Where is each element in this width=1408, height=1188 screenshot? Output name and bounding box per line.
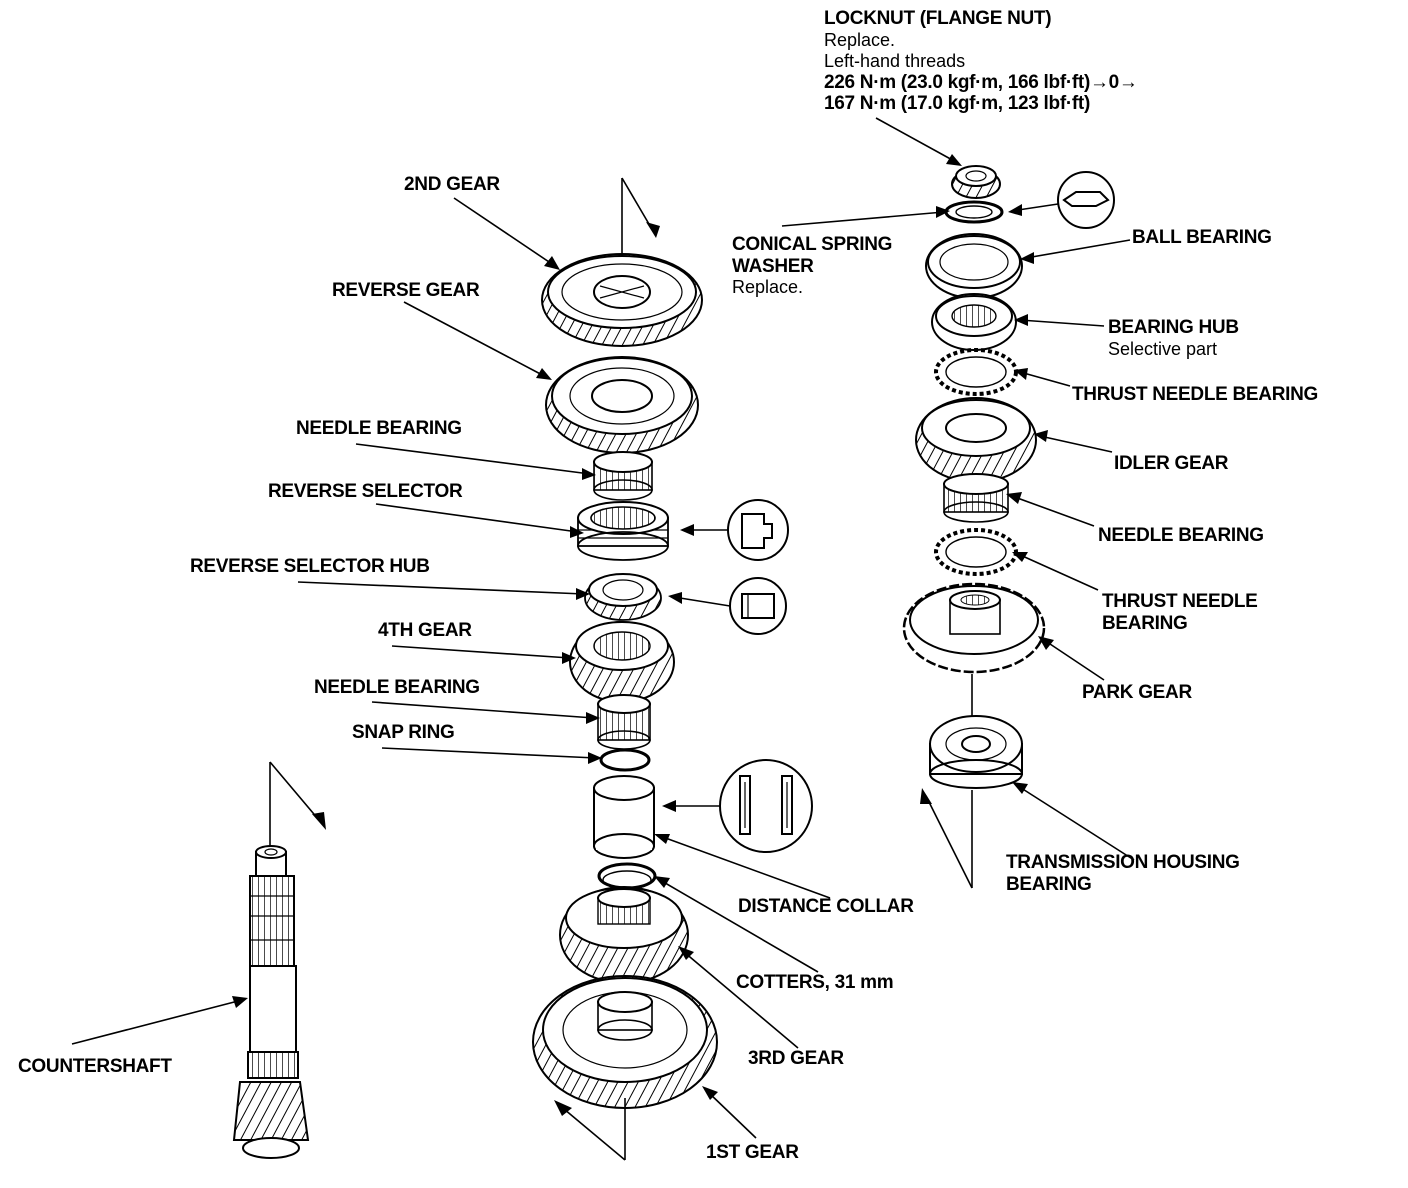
label-reverse-selector: REVERSE SELECTOR [268,481,463,502]
label-locknut-torque1: 226 N·m (23.0 kgf·m, 166 lbf·ft)→0→ [824,72,1138,93]
label-reverse-selector-hub: REVERSE SELECTOR HUB [190,556,430,577]
needle-bearing-lower-part [597,694,651,750]
countershaft-part [232,761,326,1159]
reverse-selector-detail-icon [680,499,789,561]
label-ball-bearing: BALL BEARING [1132,227,1272,248]
needle-bearing-right-part [943,473,1009,523]
label-thrust-needle-line1: THRUST NEEDLE [1102,591,1258,612]
label-locknut-note1: Replace. [824,30,895,50]
label-bearing-hub: BEARING HUB [1108,317,1239,338]
label-needle-bearing-lower: NEEDLE BEARING [314,677,480,698]
second-gear-part [541,253,703,347]
label-conical-line1: CONICAL SPRING [732,234,892,255]
label-locknut-title: LOCKNUT (FLANGE NUT) [824,8,1051,29]
label-needle-bearing-right: NEEDLE BEARING [1098,525,1264,546]
label-conical-note: Replace. [732,277,803,297]
reverse-selector-part [577,501,669,561]
label-housing-bearing-line1: TRANSMISSION HOUSING [1006,852,1240,873]
label-snap-ring: SNAP RING [352,722,455,743]
cotters-part [597,862,657,890]
leader-lines [71,117,1135,1139]
ball-bearing-part [925,233,1023,299]
label-thrust-needle-line2: BEARING [1102,613,1188,634]
label-needle-bearing-upper: NEEDLE BEARING [296,418,462,439]
reverse-gear-part [545,356,699,454]
bearing-hub-part [931,293,1017,351]
label-second-gear: 2ND GEAR [404,174,500,195]
label-housing-bearing-line2: BEARING [1006,874,1092,895]
first-gear-part [532,975,718,1109]
label-thrust-needle-bearing-upper: THRUST NEEDLE BEARING [1072,384,1318,405]
snap-ring-part [599,748,651,772]
label-locknut-torque2: 167 N·m (17.0 kgf·m, 123 lbf·ft) [824,93,1090,114]
label-locknut-note2: Left-hand threads [824,51,965,71]
distance-collar-detail-icon [662,759,813,853]
label-countershaft: COUNTERSHAFT [18,1056,172,1077]
label-fourth-gear: 4TH GEAR [378,620,472,641]
label-conical-line2: WASHER [732,256,814,277]
conical-spring-washer-part [944,200,1004,224]
housing-bearing-part [929,715,1023,789]
label-idler-gear: IDLER GEAR [1114,453,1229,474]
distance-collar-part [593,775,655,859]
label-cotters: COTTERS, 31 mm [736,972,893,993]
label-park-gear: PARK GEAR [1082,682,1192,703]
idler-gear-part [915,397,1037,483]
label-first-gear: 1ST GEAR [706,1142,799,1163]
label-bearing-hub-note: Selective part [1108,339,1217,359]
fourth-gear-part [569,621,675,703]
axis-arrow-bottom [557,1103,626,1161]
axis-arrowhead-top [646,222,660,238]
label-reverse-gear: REVERSE GEAR [332,280,480,301]
locknut-part [951,165,1001,199]
thrust-needle-bearing-upper-part [934,348,1018,396]
third-gear-part [559,886,689,984]
label-distance-collar: DISTANCE COLLAR [738,896,914,917]
label-third-gear: 3RD GEAR [748,1048,844,1069]
washer-detail-icon [1008,171,1115,229]
reverse-selector-hub-detail-icon [668,577,787,635]
reverse-selector-hub-part [584,573,662,621]
needle-bearing-upper-part [593,451,653,501]
park-gear-part [902,582,1046,674]
